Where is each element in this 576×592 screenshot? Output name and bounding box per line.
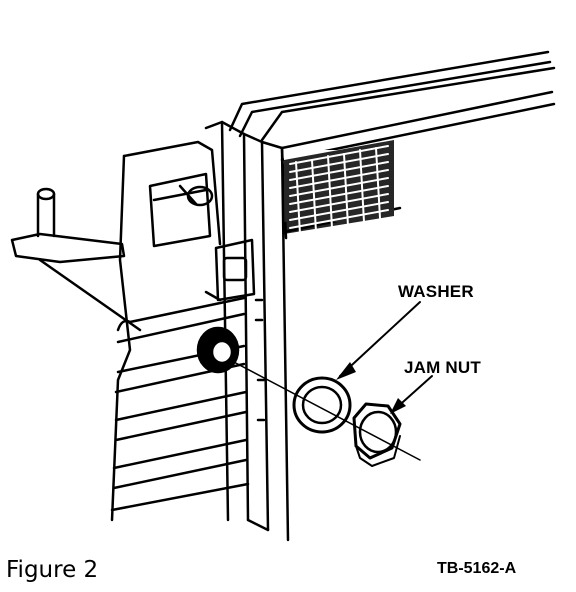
assembly-centerline xyxy=(229,359,421,461)
jam-nut-part xyxy=(352,402,402,467)
figure-caption: Figure 2 xyxy=(6,557,99,583)
tank-ribs xyxy=(110,296,250,512)
radiator-side-channel xyxy=(204,120,290,542)
jam-nut-label: JAM NUT xyxy=(404,358,481,377)
drain-fitting xyxy=(196,326,240,374)
radiator-core xyxy=(284,140,394,235)
callout-leaders xyxy=(339,301,433,411)
washer-label: WASHER xyxy=(398,282,474,301)
reference-code: TB-5162-A xyxy=(437,560,517,577)
washer-part xyxy=(292,376,352,434)
radiator-tank xyxy=(110,140,256,522)
mounting-pin-bracket xyxy=(10,187,142,332)
callout-arrowheads xyxy=(336,362,406,414)
